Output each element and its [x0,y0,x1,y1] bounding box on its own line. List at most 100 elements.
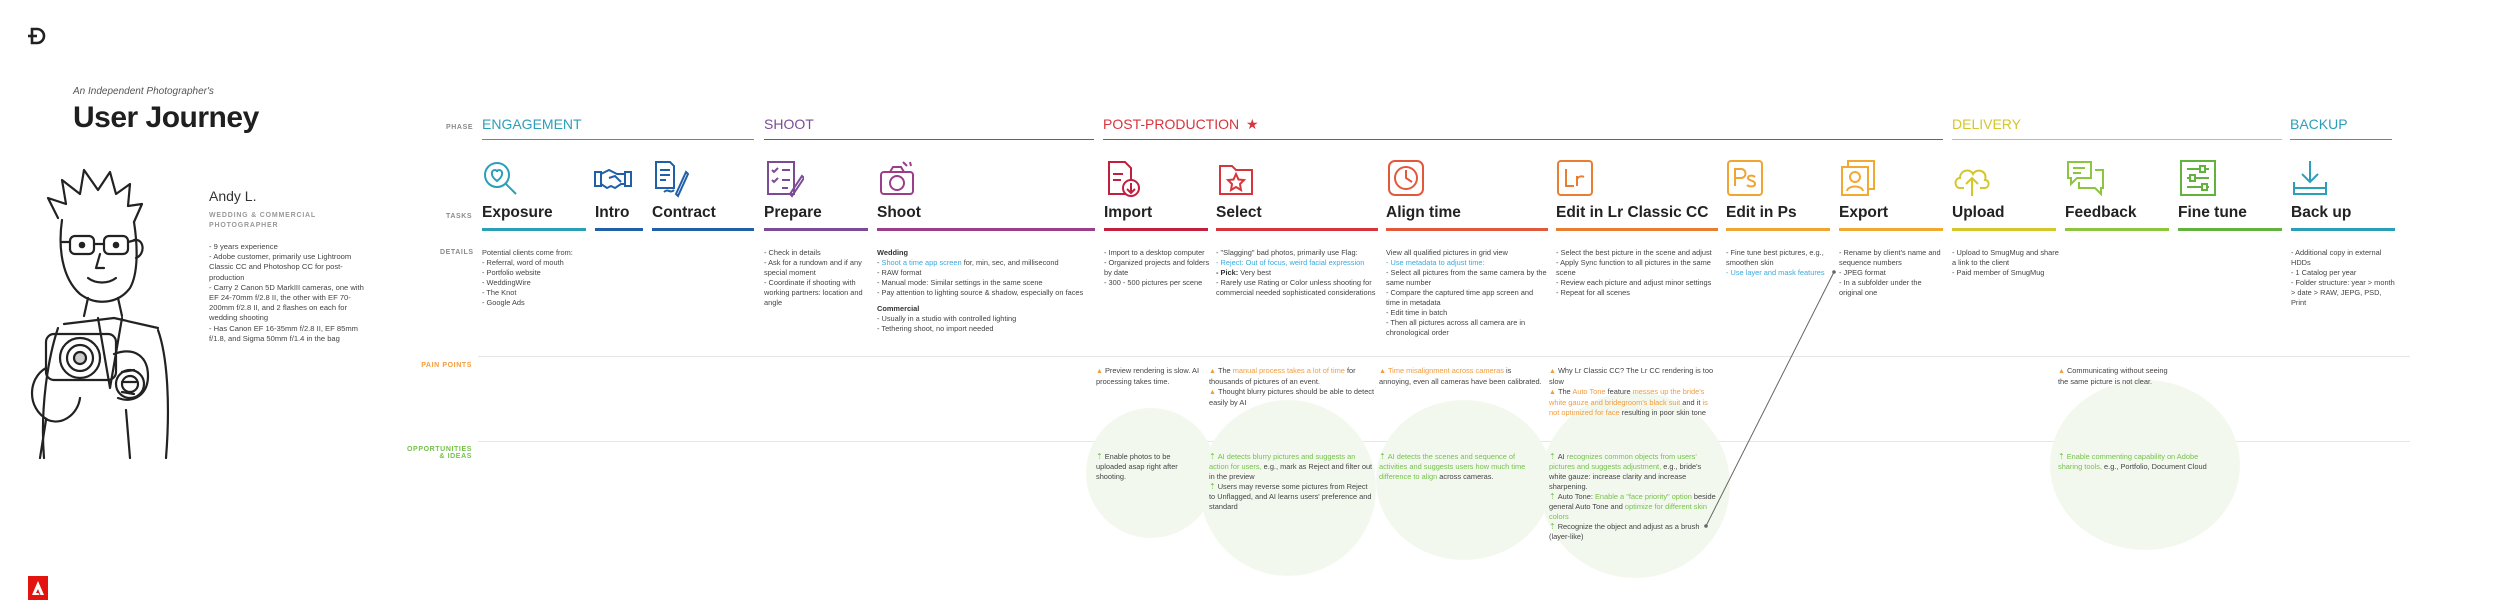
task-bar [482,228,586,231]
opportunity-bubble [1376,400,1552,560]
pain-import: ▲Preview rendering is slow. AI processin… [1096,366,1200,386]
opportunity-bubble [2050,380,2240,550]
task-export: Export [1839,204,1889,221]
task-bar [1216,228,1378,231]
phase-line-engagement [482,139,754,140]
pin-icon: ⇡ [1549,492,1556,501]
handshake-icon [594,168,632,190]
details-align-time: View all qualified pictures in grid view… [1386,248,1547,337]
row-label-pain-points: PAIN POINTS [421,362,472,369]
pin-icon: ⇡ [2058,452,2065,461]
task-bar [2065,228,2169,231]
opportunity-bubble [1086,408,1216,538]
pin-icon: ⇡ [1209,482,1216,491]
task-bar [2178,228,2282,231]
task-bar [877,228,1095,231]
row-label-tasks: TASKS [446,213,473,220]
warning-icon: ▲ [1549,368,1556,375]
pain-edit-lr: ▲Why Lr Classic CC? The Lr CC rendering … [1549,366,1714,417]
photographer-illustration [31,168,170,460]
pin-icon: ⇡ [1209,452,1216,461]
task-bar [1386,228,1548,231]
download-tray-icon [2293,161,2327,195]
pin-icon: ⇡ [1379,452,1386,461]
task-bar [764,228,868,231]
phase-post-production: POST-PRODUCTION ★ [1103,116,1259,132]
phase-engagement: ENGAGEMENT [482,116,582,132]
star-icon: ★ [1246,116,1259,132]
persona-detail: - Carry 2 Canon 5D MarkIII cameras, one … [209,282,364,323]
star-folder-icon [1219,165,1253,195]
opportunity-bubble [1200,400,1376,576]
task-bar [652,228,754,231]
task-select: Select [1216,204,1262,221]
opportunity-feedback: ⇡Enable commenting capability on Adobe s… [2058,452,2207,471]
task-fine-tune: Fine tune [2178,204,2247,221]
search-heart-icon [484,162,517,195]
details-shoot: Wedding - Shoot a time app screen for, m… [877,248,1084,333]
lightroom-icon [1557,160,1593,196]
opportunity-edit-lr: ⇡AI recognizes common objects from users… [1549,452,1716,541]
task-exposure: Exposure [482,204,553,221]
connector-line [1704,270,1836,528]
persona-name: Andy L. [209,188,257,204]
persona-details: - 9 years experience - Adobe customer, p… [209,242,369,344]
clock-icon [1388,160,1424,196]
task-bar [1726,228,1830,231]
opportunity-select: ⇡AI detects blurry pictures and suggests… [1209,452,1373,511]
sliders-icon [2180,160,2216,196]
persona-detail: - 9 years experience [209,242,278,251]
task-shoot: Shoot [877,204,921,221]
details-edit-ps: - Fine tune best pictures, e.g., smoothe… [1726,248,1825,277]
details-select: - "Slagging" bad photos, primarily use F… [1216,248,1376,297]
task-intro: Intro [595,204,630,221]
task-upload: Upload [1952,204,2005,221]
opportunity-import: ⇡Enable photos to be uploaded asap right… [1096,452,1178,481]
task-bar [1104,228,1208,231]
task-align-time: Align time [1386,204,1461,221]
row-divider [478,356,2410,357]
task-bar [595,228,643,231]
warning-icon: ▲ [1549,389,1556,396]
export-icon [1841,160,1875,196]
import-icon [1108,161,1140,197]
task-bar [1839,228,1943,231]
task-feedback: Feedback [2065,204,2137,221]
details-edit-lr: - Select the best picture in the scene a… [1556,248,1712,297]
photoshop-icon [1727,160,1763,196]
task-back-up: Back up [2291,204,2352,221]
phase-line-backup [2290,139,2392,140]
page-subtitle: An Independent Photographer's [73,86,214,97]
feedback-icon [2067,161,2104,197]
warning-icon: ▲ [1096,368,1103,375]
warning-icon: ▲ [1379,368,1386,375]
phase-shoot: SHOOT [764,116,814,132]
contract-icon [655,161,690,198]
phase-backup: BACKUP [2290,116,2348,132]
details-exposure: Potential clients come from: - Referral,… [482,248,573,307]
persona-role: WEDDING & COMMERCIAL PHOTOGRAPHER [209,212,316,229]
page-title: User Journey [73,101,259,134]
pin-icon: ⇡ [1549,522,1556,531]
upload-cloud-icon [1954,169,1990,196]
task-bar [2291,228,2395,231]
row-label-details: DETAILS [440,249,474,256]
opportunity-align-time: ⇡AI detects the scenes and sequence of a… [1379,452,1526,481]
details-export: - Rename by client's name and sequence n… [1839,248,1941,297]
app-logo-icon [28,27,46,45]
pain-select: ▲The manual process takes a lot of time … [1209,366,1375,407]
checklist-icon [767,161,804,198]
details-upload: - Upload to SmugMug and share a link to … [1952,248,2059,277]
persona-detail: - Adobe customer, primarily use Lightroo… [209,252,352,282]
pain-align-time: ▲Time misalignment across cameras is ann… [1379,366,1542,386]
task-edit-ps: Edit in Ps [1726,204,1797,221]
details-import: - Import to a desktop computer - Organiz… [1104,248,1210,287]
row-label-phase: PHASE [446,124,474,131]
details-backup: - Additional copy in external HDDs - 1 C… [2291,248,2395,307]
task-contract: Contract [652,204,716,221]
pin-icon: ⇡ [1549,452,1556,461]
details-prepare: - Check in details - Ask for a rundown a… [764,248,863,307]
adobe-logo-icon [28,576,48,600]
camera-icon [880,161,914,195]
warning-icon: ▲ [2058,368,2065,375]
